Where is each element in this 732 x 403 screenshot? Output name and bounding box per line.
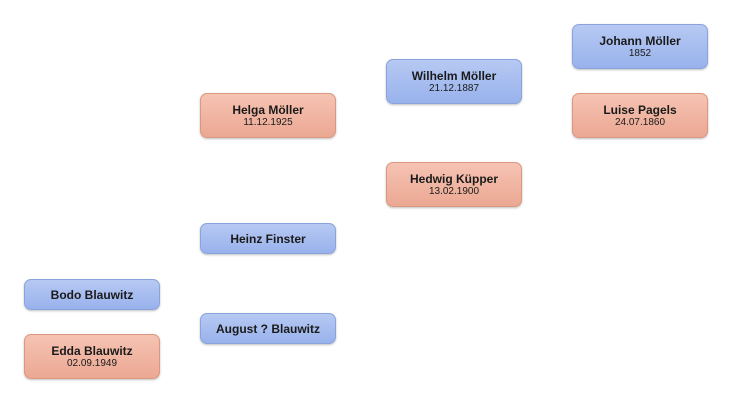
person-name: Hedwig Küpper: [409, 171, 498, 186]
person-card-wilhelm-moeller[interactable]: Wilhelm Möller 21.12.1887: [386, 59, 522, 104]
person-card-helga-moeller[interactable]: Helga Möller 11.12.1925: [200, 93, 336, 138]
person-name: Wilhelm Möller: [411, 68, 497, 83]
person-name: Luise Pagels: [603, 102, 677, 117]
person-card-heinz-finster[interactable]: Heinz Finster: [200, 223, 336, 254]
person-date: 21.12.1887: [428, 82, 480, 94]
person-name: Bodo Blauwitz: [50, 287, 134, 302]
person-name: August ? Blauwitz: [216, 321, 320, 336]
person-name: Heinz Finster: [230, 231, 306, 246]
person-name: Johann Möller: [599, 33, 681, 48]
person-name: Helga Möller: [232, 102, 304, 117]
person-card-hedwig-kuepper[interactable]: Hedwig Küpper 13.02.1900: [386, 162, 522, 207]
person-card-edda-blauwitz[interactable]: Edda Blauwitz 02.09.1949: [24, 334, 160, 379]
person-card-bodo-blauwitz[interactable]: Bodo Blauwitz: [24, 279, 160, 310]
person-card-johann-moeller[interactable]: Johann Möller 1852: [572, 24, 708, 69]
person-name: Edda Blauwitz: [51, 343, 133, 358]
person-date: 13.02.1900: [428, 185, 480, 197]
person-card-luise-pagels[interactable]: Luise Pagels 24.07.1860: [572, 93, 708, 138]
person-date: 11.12.1925: [243, 116, 293, 128]
person-date: 24.07.1860: [614, 116, 666, 128]
person-card-august-blauwitz[interactable]: August ? Blauwitz: [200, 313, 336, 344]
person-date: 1852: [628, 47, 652, 59]
person-date: 02.09.1949: [66, 357, 118, 369]
